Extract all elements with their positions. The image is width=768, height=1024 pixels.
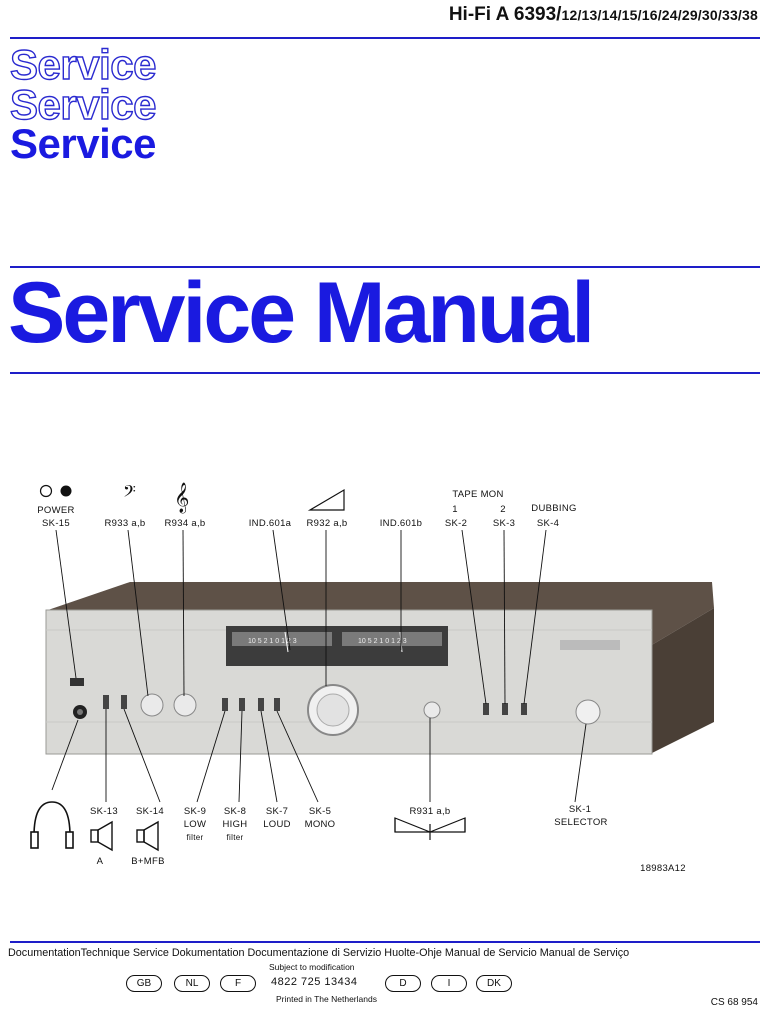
svg-text:10 5 2 1 0 1 2 3: 10 5 2 1 0 1 2 3 (248, 638, 297, 645)
label-sk5: SK-5 (308, 806, 332, 817)
label-sk9: SK-9 (183, 806, 207, 817)
model-number: Hi-Fi A 6393/ (448, 4, 562, 25)
label-sk15: SK-15 (42, 518, 70, 529)
label-selector: SELECTOR (554, 817, 608, 828)
label-r932: R932 a,b (306, 518, 348, 529)
label-speaker-a: A (96, 856, 104, 867)
label-dubbing: DUBBING (531, 503, 577, 514)
label-r933: R933 a,b (104, 518, 146, 529)
label-r934: R934 a,b (164, 518, 206, 529)
label-speaker-bmfb: B+MFB (131, 856, 165, 867)
label-r931: R931 a,b (409, 806, 451, 817)
power-switch-shape (70, 678, 84, 686)
svg-text:10 5 2 1 0 1 2 3: 10 5 2 1 0 1 2 3 (358, 638, 407, 645)
model-line: Hi-Fi A 6393/12/13/14/15/16/24/29/30/33/… (449, 4, 758, 26)
label-low-filter: filter (186, 833, 204, 842)
header-rule (10, 37, 760, 39)
speaker-b-icon (136, 820, 159, 852)
label-low: LOW (183, 819, 207, 830)
power-on-symbol (60, 485, 72, 497)
speaker-a-icon (90, 820, 113, 852)
part-number: 4822 725 13434 (271, 976, 358, 988)
label-loud: LOUD (263, 819, 291, 830)
label-sk2: SK-2 (444, 518, 468, 529)
label-tape-1: 1 (452, 504, 458, 515)
amplifier-figure: 10 5 2 1 0 1 2 3 10 5 2 1 0 1 2 3 (0, 460, 768, 900)
selector-knob-shape (575, 699, 601, 725)
balance-knob-shape (423, 701, 441, 719)
label-tape-mon: TAPE MON (452, 489, 504, 500)
bass-clef-icon: 𝄢 (123, 481, 136, 505)
label-mono: MONO (304, 819, 336, 830)
label-sk4: SK-4 (536, 518, 560, 529)
label-ind601b: IND.601b (379, 518, 423, 529)
label-power: POWER (37, 505, 75, 516)
service-word-outline-1: Service (9, 41, 157, 88)
label-sk13: SK-13 (90, 806, 118, 817)
printed-in: Printed in The Netherlands (276, 994, 377, 1004)
page-title: Service Manual (8, 265, 595, 361)
figure-code: 18983A12 (640, 863, 686, 874)
label-tape-2: 2 (500, 504, 506, 515)
country-badge-dk: DK (476, 975, 512, 992)
headphones-icon (30, 801, 74, 849)
service-word-solid: Service (10, 120, 156, 167)
model-variants: 12/13/14/15/16/24/29/30/33/38 (561, 7, 758, 23)
label-sk14: SK-14 (136, 806, 164, 817)
bass-knob-shape (140, 693, 164, 717)
country-badge-f: F (220, 975, 256, 992)
treble-knob-shape (173, 693, 197, 717)
country-badge-d: D (385, 975, 421, 992)
country-badge-i: I (431, 975, 467, 992)
treble-clef-icon: 𝄞 (174, 482, 189, 514)
power-off-symbol (39, 484, 53, 498)
label-high-filter: filter (226, 833, 244, 842)
title-rule-top (10, 266, 760, 268)
country-badge-gb: GB (126, 975, 162, 992)
amplifier-drawing: 10 5 2 1 0 1 2 3 10 5 2 1 0 1 2 3 (30, 481, 714, 852)
label-sk3: SK-3 (492, 518, 516, 529)
volume-wedge-icon (307, 488, 345, 511)
label-sk7: SK-7 (265, 806, 289, 817)
service-word-outline-2: Service (9, 81, 157, 128)
label-high: HIGH (222, 819, 248, 830)
label-sk8: SK-8 (223, 806, 247, 817)
cs-number: CS 68 954 (710, 997, 758, 1008)
country-badge-nl: NL (174, 975, 210, 992)
label-sk1: SK-1 (568, 804, 592, 815)
title-rule-bottom (10, 372, 760, 374)
balance-icon (394, 817, 466, 840)
cabinet-side (650, 608, 714, 754)
footer-rule (10, 941, 760, 943)
subject-to-modification: Subject to modification (269, 962, 355, 972)
label-ind601a: IND.601a (248, 518, 292, 529)
documentation-languages: DocumentationTechnique Service Dokumenta… (8, 947, 630, 959)
